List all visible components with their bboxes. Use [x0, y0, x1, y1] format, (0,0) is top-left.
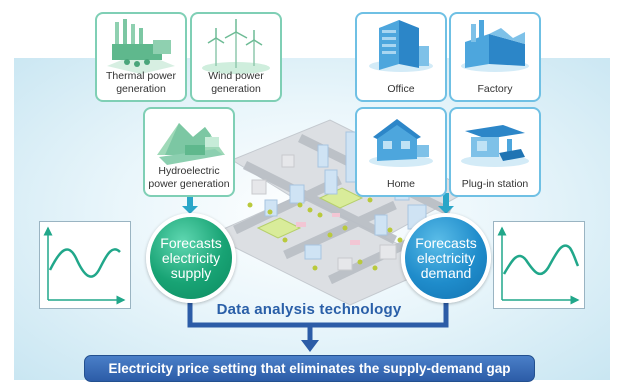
thermal-power-card: Thermal power generation	[95, 12, 187, 102]
flow-bracket	[187, 298, 449, 328]
wind-power-card: Wind power generation	[190, 12, 282, 102]
card-label: Home	[386, 178, 415, 190]
demand-wave-plot	[497, 226, 580, 305]
card-label: Plug-in station	[461, 178, 529, 190]
card-label: Wind power generation	[208, 70, 264, 95]
demand-wave-line	[502, 244, 580, 276]
demand-forecast-circle: Forecasts electricity demand	[401, 213, 491, 303]
thermal-plant-icon	[107, 19, 175, 74]
result-banner: Electricity price setting that eliminate…	[84, 355, 535, 382]
supply-forecast-line2: electricity	[161, 249, 221, 266]
demand-forecast-line3: demand	[420, 264, 472, 281]
hydroelectric-power-card: Hydroelectric power generation	[143, 107, 235, 197]
supply-forecast-line3: supply	[170, 264, 212, 281]
card-label: Office	[387, 83, 415, 95]
hydro-dam-icon	[157, 123, 225, 165]
office-building-icon	[369, 20, 433, 72]
supply-forecast-graph	[39, 221, 131, 309]
demand-forecast-graph	[493, 221, 585, 309]
factory-icon	[461, 20, 529, 72]
demand-forecast-line1: Forecasts	[415, 234, 477, 251]
house-icon	[369, 119, 433, 167]
wind-turbine-icon	[202, 19, 270, 74]
technology-label: Data analysis technology	[216, 301, 402, 318]
demand-forecast-line2: electricity	[416, 249, 476, 266]
supply-forecast-line1: Forecasts	[160, 234, 222, 251]
supply-wave-line	[48, 248, 121, 278]
home-card: Home	[355, 107, 447, 197]
card-label: Factory	[477, 83, 513, 95]
card-label: Thermal power generation	[105, 70, 177, 95]
charging-station-icon	[461, 125, 529, 167]
plug-in-station-card: Plug-in station	[449, 107, 541, 197]
supply-wave-plot	[43, 226, 126, 305]
factory-card: Factory	[449, 12, 541, 102]
result-banner-text: Electricity price setting that eliminate…	[108, 361, 511, 376]
demand-down-arrow	[438, 193, 454, 214]
result-arrow-head	[301, 340, 319, 352]
office-card: Office	[355, 12, 447, 102]
supply-down-arrow	[182, 193, 198, 214]
card-label: Hydroelectric power generation	[148, 165, 230, 190]
supply-forecast-circle: Forecasts electricity supply	[146, 213, 236, 303]
